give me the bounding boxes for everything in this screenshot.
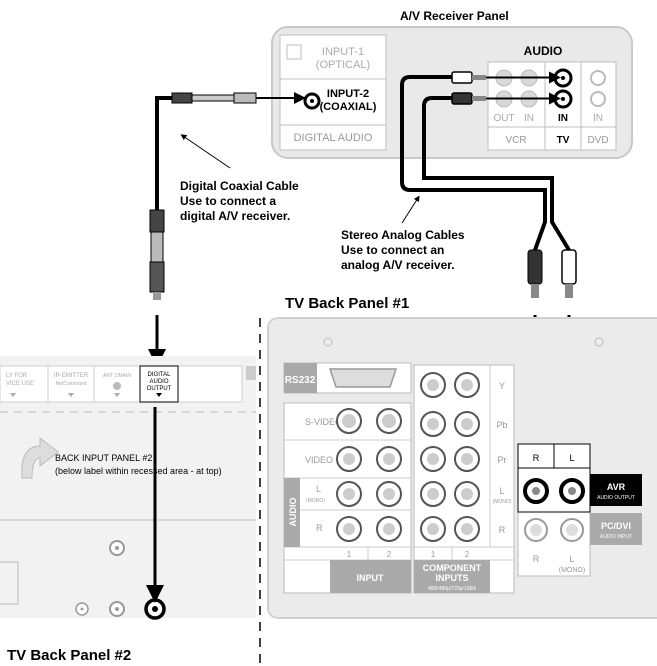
svg-text:digital A/V receiver.: digital A/V receiver. [180, 209, 290, 223]
svg-text:2: 2 [387, 550, 392, 559]
svg-text:AUDIO: AUDIO [149, 379, 168, 385]
svg-text:(MONO): (MONO) [559, 567, 585, 574]
svg-text:L: L [316, 484, 321, 494]
svg-text:480i/480p/720p/1080i: 480i/480p/720p/1080i [428, 586, 476, 592]
audio-vertical-label: AUDIO [288, 498, 298, 527]
analog-cable-white [422, 96, 571, 252]
svg-text:R: R [533, 453, 540, 463]
svg-text:Y: Y [499, 381, 505, 391]
audio-title: AUDIO [524, 44, 563, 58]
svg-text:IN: IN [558, 113, 568, 124]
svg-text:PC/DVI: PC/DVI [601, 521, 631, 531]
svg-text:Use to connect an: Use to connect an [341, 243, 444, 257]
svg-text:Pb: Pb [496, 420, 507, 430]
rs232-port [328, 368, 398, 388]
svg-text:L: L [569, 554, 574, 564]
svg-text:1: 1 [431, 550, 436, 559]
panel1-title: TV Back Panel #1 [285, 295, 409, 312]
label-strip [0, 365, 243, 403]
svg-text:AUDIO OUTPUT: AUDIO OUTPUT [597, 495, 635, 501]
svg-text:INPUTS: INPUTS [435, 573, 468, 583]
analog-pointer [401, 195, 420, 224]
recess-arrow [21, 436, 59, 479]
svg-text:COMPONENT: COMPONENT [423, 563, 482, 573]
svg-text:VICE USE: VICE USE [6, 381, 34, 387]
svg-text:L: L [569, 453, 574, 463]
svg-text:R: R [499, 525, 506, 535]
rs232-label: RS232 [285, 375, 316, 386]
svg-text:R: R [316, 523, 323, 533]
analog-plugs-tv [527, 249, 577, 298]
digital-audio-label: DIGITAL AUDIO [294, 132, 373, 144]
svg-text:IN: IN [593, 113, 603, 124]
svg-text:DIGITAL: DIGITAL [148, 372, 172, 378]
optical-port [286, 44, 302, 60]
input2-label: INPUT-2 [327, 88, 369, 100]
analog-annotation: Stereo Analog Cables [341, 228, 465, 242]
coax-pointer [180, 134, 231, 169]
coax-annotation: Digital Coaxial Cable [180, 179, 299, 193]
svg-text:R: R [533, 554, 540, 564]
coaxial-cable [155, 96, 172, 230]
svg-text:NetCommand: NetCommand [56, 381, 87, 387]
panel2-title: TV Back Panel #2 [7, 647, 131, 664]
svg-text:Pr: Pr [498, 455, 507, 465]
svg-text:Use to connect a: Use to connect a [180, 194, 276, 208]
svg-text:AUDIO INPUT: AUDIO INPUT [600, 534, 632, 540]
svg-text:IN: IN [524, 113, 534, 124]
svg-text:S-VIDEO: S-VIDEO [305, 417, 342, 427]
svg-text:IR-EMITTER: IR-EMITTER [54, 373, 89, 379]
svg-text:ANT 1/MAIN: ANT 1/MAIN [103, 373, 131, 379]
svg-text:2: 2 [465, 550, 470, 559]
svg-text:analog A/V receiver.: analog A/V receiver. [341, 258, 455, 272]
avr-output-jacks [523, 478, 585, 504]
svg-text:DVD: DVD [587, 135, 608, 146]
svg-text:(below label within recessed a: (below label within recessed area - at t… [55, 466, 222, 476]
svg-text:(MONO): (MONO) [306, 498, 325, 504]
input1-label: INPUT-1 [322, 46, 364, 58]
svg-text:1: 1 [347, 550, 352, 559]
svg-text:L: L [499, 486, 504, 496]
svg-text:(OPTICAL): (OPTICAL) [316, 59, 370, 71]
svg-text:(COAXIAL): (COAXIAL) [320, 101, 377, 113]
analog-cable-red [400, 75, 547, 251]
receiver-title: A/V Receiver Panel [400, 9, 509, 23]
svg-text:TV: TV [557, 135, 570, 146]
svg-text:INPUT: INPUT [357, 573, 385, 583]
avr-label: AVR [607, 482, 626, 492]
panel2-jacks [75, 540, 166, 620]
svg-text:(MONO): (MONO) [493, 499, 512, 505]
svg-text:LY FOR: LY FOR [6, 373, 28, 379]
dvd-jacks [590, 70, 606, 107]
svg-text:OUTPUT: OUTPUT [147, 386, 172, 392]
svg-text:VCR: VCR [505, 135, 526, 146]
svg-text:BACK INPUT PANEL #2: BACK INPUT PANEL #2 [55, 453, 152, 463]
receiver-rca-plugs [451, 71, 561, 105]
svg-text:VIDEO: VIDEO [305, 455, 333, 465]
component-block [413, 364, 515, 594]
svg-text:OUT: OUT [493, 113, 514, 124]
